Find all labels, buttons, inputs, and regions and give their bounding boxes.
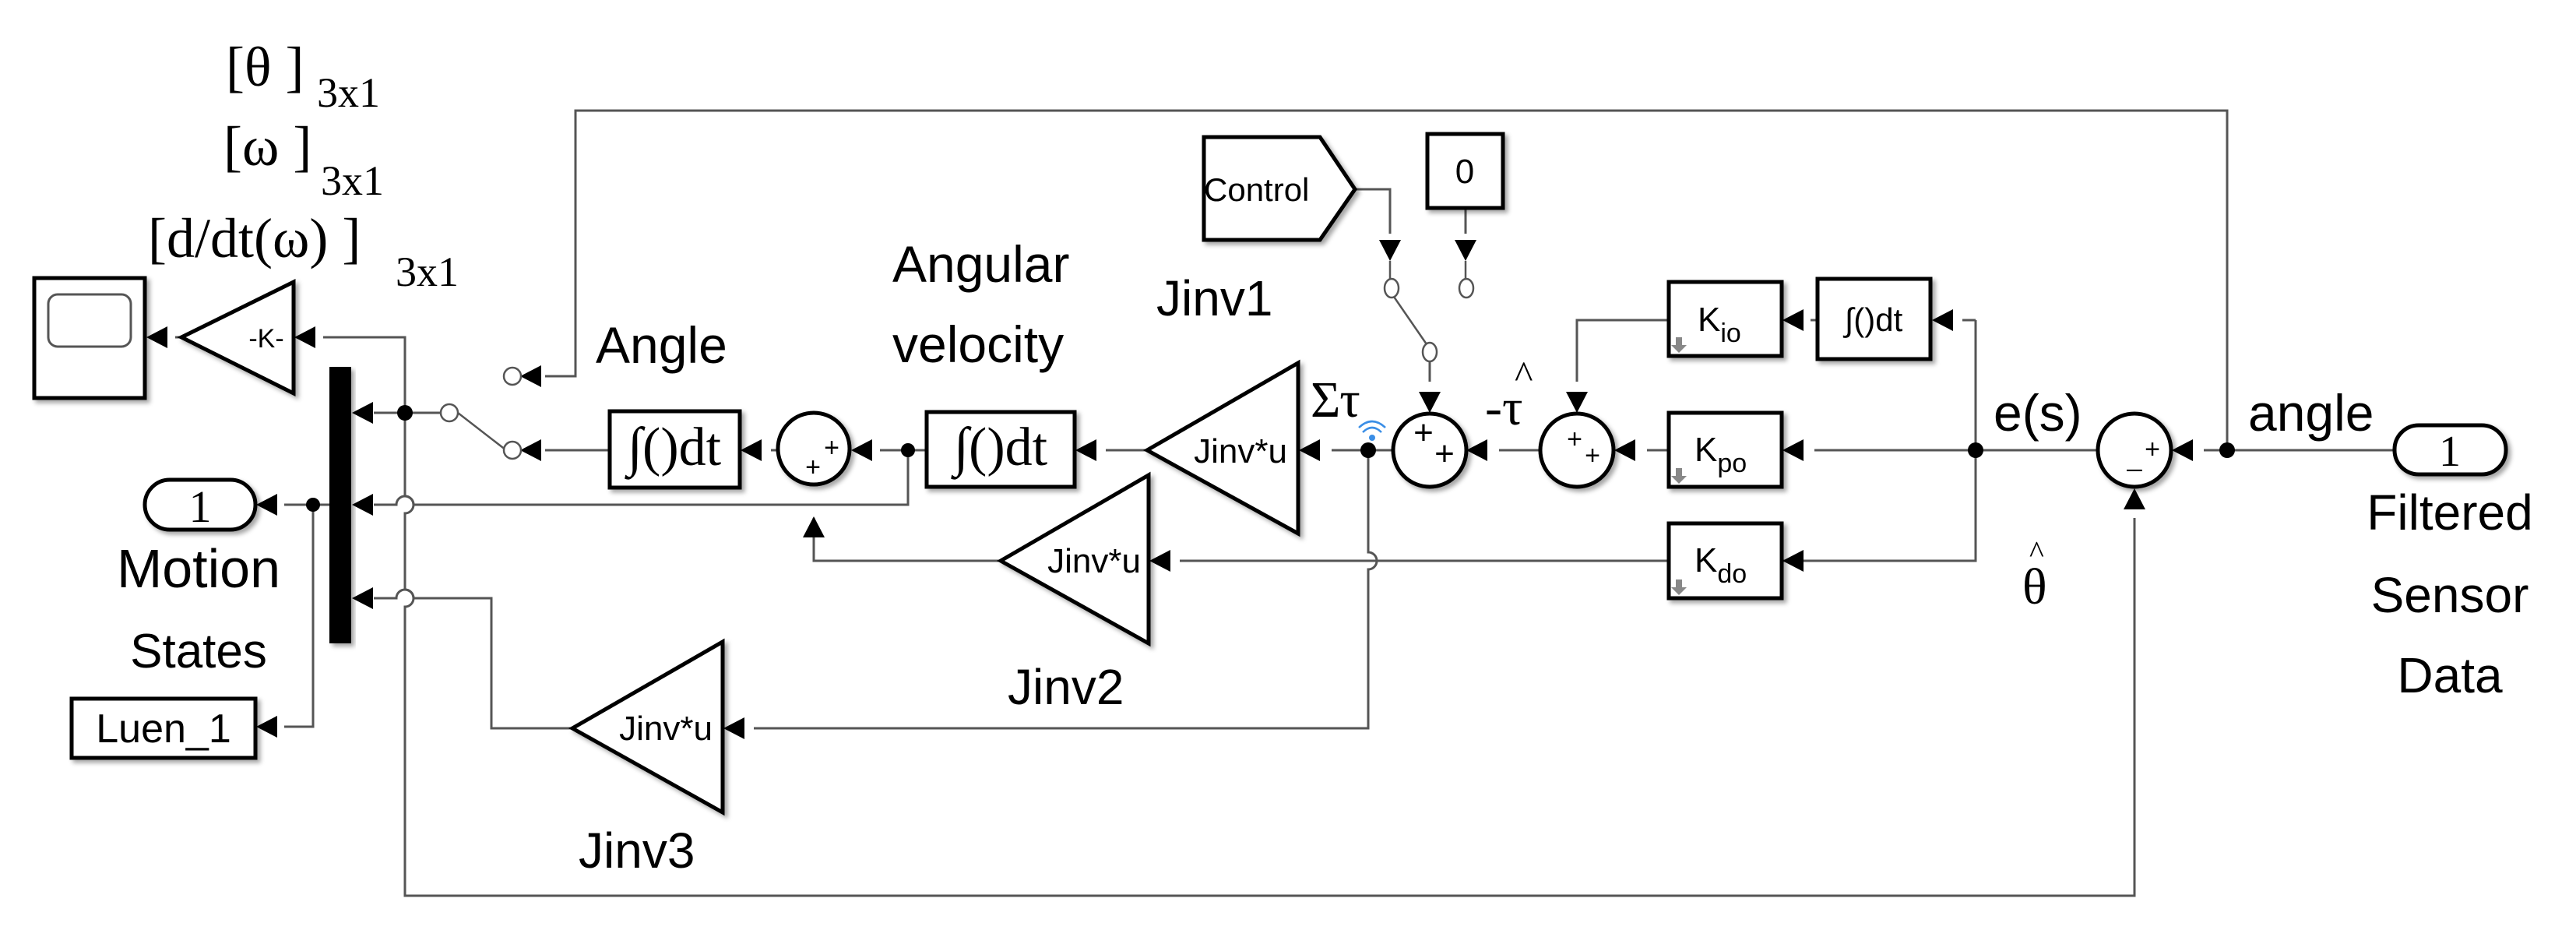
junctions — [306, 405, 2235, 512]
label-error: e(s) — [1994, 384, 2082, 442]
jinv2-gain-block[interactable]: Jinv*u — [996, 471, 1151, 647]
domega-vector-label: [d/dt(ω) ] — [148, 207, 361, 269]
sum-sign: + — [824, 433, 839, 463]
sum-sign: + — [1567, 424, 1582, 454]
jinv-gain-label: Jinv*u — [1194, 432, 1287, 470]
control-from-block[interactable]: Control — [1202, 135, 1358, 242]
outport-motion-states[interactable]: 1 — [143, 477, 258, 532]
inport-filtered-sensor-data[interactable]: 1 — [2392, 423, 2508, 477]
wire-to-luen — [284, 505, 315, 728]
wire-kio-to-sum3 — [1575, 319, 1669, 382]
sum-pid-block[interactable]: + + — [1538, 411, 1616, 489]
label-tau-hat-caret: ^ — [1515, 353, 1533, 396]
jinv1-gain-block[interactable]: Jinv*u — [1142, 359, 1300, 537]
integrator-label: ∫()dt — [951, 417, 1048, 480]
gain-k-block[interactable]: -K- — [177, 278, 296, 397]
signal-logging-icon — [1358, 420, 1386, 441]
manual-switch-angle[interactable] — [439, 366, 523, 460]
arrowheads — [146, 240, 2193, 739]
sum-error-block[interactable]: + _ — [2096, 411, 2173, 489]
sum-sign: + — [1413, 414, 1434, 452]
control-label: Control — [1204, 171, 1309, 208]
constant-value: 0 — [1455, 153, 1474, 191]
wire-jinv3-to-mux — [374, 588, 572, 730]
sum-sign: _ — [2127, 442, 2143, 472]
wire-angle-feedback-top — [545, 109, 2229, 451]
sum-sign: + — [1434, 435, 1455, 473]
jinv-gain-label: Jinv*u — [1047, 542, 1141, 580]
theta-dim-label: 3x1 — [317, 69, 380, 116]
label-filtered: Filtered — [2367, 484, 2532, 541]
goto-luen-block[interactable]: Luen_1 — [69, 696, 258, 760]
label-theta-hat: θ — [2022, 558, 2047, 615]
wire-to-gain-k — [323, 336, 406, 413]
junction-dot — [397, 405, 413, 421]
sum-control-block[interactable]: + + — [1391, 411, 1469, 489]
manual-switch-control[interactable] — [1383, 261, 1475, 363]
label-theta-hat-caret: ^ — [2029, 534, 2044, 569]
wires — [175, 109, 2395, 897]
wire-theta-hat-bottom — [403, 413, 2136, 897]
label-jinv3: Jinv3 — [579, 823, 695, 879]
goto-luen-label: Luen_1 — [96, 706, 231, 752]
integrator-label: ∫()dt — [1843, 301, 1903, 338]
mask-down-arrow-icon — [1671, 579, 1687, 595]
scope-screen-icon — [47, 293, 132, 348]
kpo-label: Kpo — [1694, 431, 1747, 478]
kdo-label: Kdo — [1694, 541, 1747, 589]
label-angle: Angle — [596, 316, 727, 374]
junction-dot — [2219, 442, 2235, 458]
omega-dim-label: 3x1 — [321, 157, 384, 204]
scope-block[interactable] — [32, 276, 147, 400]
inport-number: 1 — [2439, 428, 2461, 476]
sum-sign: + — [1585, 441, 1600, 470]
jinv-gain-label: Jinv*u — [619, 710, 713, 748]
state-vector-annotation: [θ ] 3x1 [ω ] 3x1 [d/dt(ω) ] 3x1 — [148, 36, 459, 295]
integrator-label: ∫()dt — [625, 417, 722, 480]
label-angular: Angular — [892, 235, 1070, 293]
gain-k-label: -K- — [248, 324, 283, 354]
omega-vector-label: [ω ] — [223, 115, 311, 178]
label-tau-hat: -τ — [1485, 379, 1523, 436]
label-angle-signal: angle — [2248, 384, 2374, 442]
label-motion: Motion — [117, 538, 280, 599]
integrator-error-block[interactable]: ∫()dt — [1815, 277, 1933, 361]
mask-down-arrow-icon — [1671, 337, 1687, 353]
jinv3-gain-block[interactable]: Jinv*u — [568, 638, 725, 816]
label-sensor: Sensor — [2371, 567, 2529, 623]
kio-label: Kio — [1698, 301, 1741, 348]
kpo-gain-block[interactable]: Kpo — [1666, 410, 1784, 489]
label-sum-tau: Στ — [1311, 372, 1360, 428]
sum-integrator-block[interactable]: + + — [776, 410, 852, 487]
mask-down-arrow-icon — [1671, 468, 1687, 484]
kdo-gain-block[interactable]: Kdo — [1666, 521, 1784, 601]
outport-number: 1 — [189, 481, 212, 532]
label-velocity: velocity — [892, 315, 1064, 373]
wire-jinv2-to-sum1 — [812, 518, 1001, 562]
label-jinv2: Jinv2 — [1008, 659, 1124, 715]
theta-vector-label: [θ ] — [226, 36, 304, 98]
constant-zero-block[interactable]: 0 — [1425, 132, 1505, 210]
junction-dot — [1968, 442, 1983, 458]
kio-gain-block[interactable]: Kio — [1666, 280, 1784, 358]
label-data: Data — [2397, 647, 2503, 703]
label-states: States — [130, 625, 267, 678]
wire-control-to-switch — [1355, 188, 1392, 234]
mux-block[interactable] — [329, 367, 351, 643]
integrator-angle-block[interactable]: ∫()dt — [607, 409, 742, 490]
sum-sign: + — [805, 453, 821, 482]
label-jinv1: Jinv1 — [1156, 270, 1272, 326]
sum-sign: + — [2145, 435, 2160, 464]
junction-dot — [901, 443, 915, 457]
junction-dot — [306, 498, 320, 512]
integrator-velocity-block[interactable]: ∫()dt — [924, 410, 1077, 489]
domega-dim-label: 3x1 — [396, 248, 459, 295]
junction-dot — [1360, 442, 1376, 458]
